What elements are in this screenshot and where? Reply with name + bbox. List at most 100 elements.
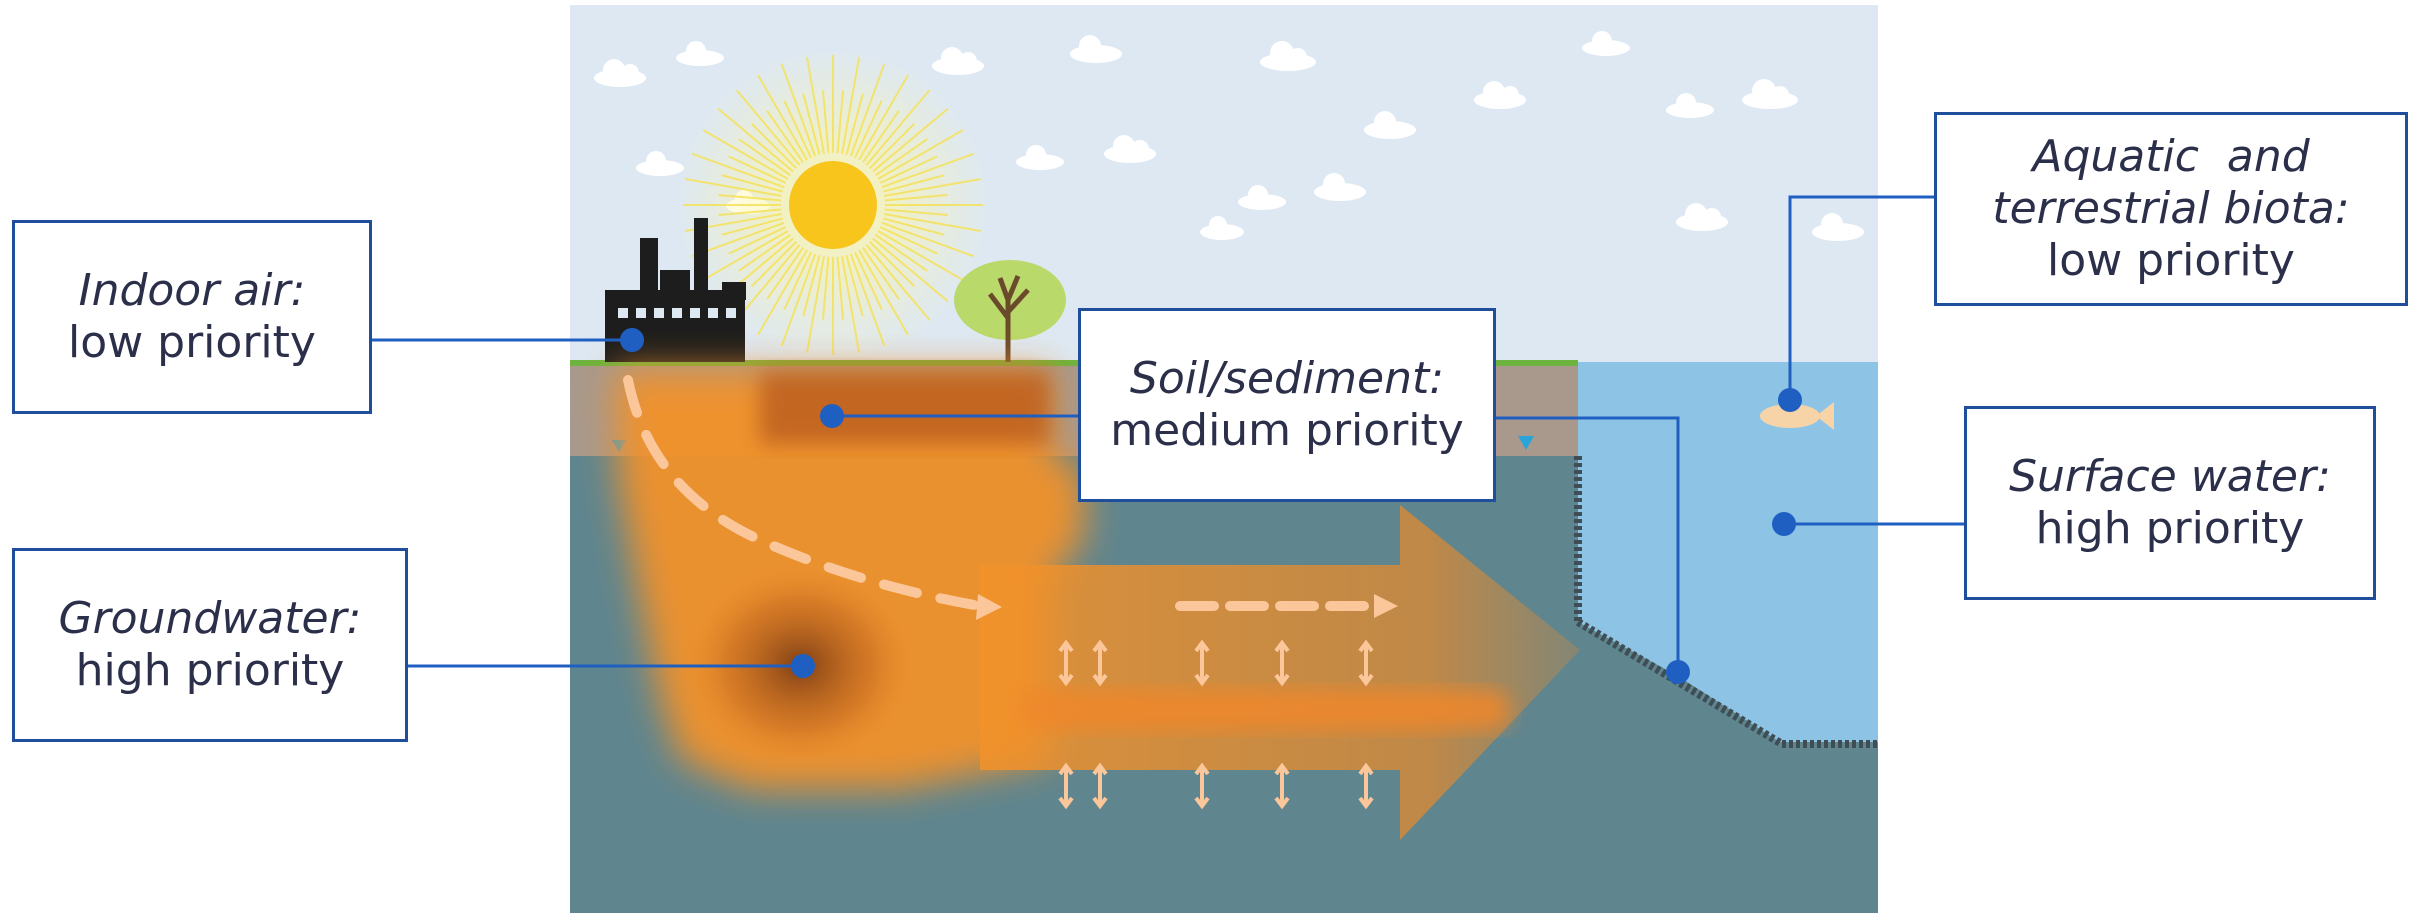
sun-ray [854, 100, 883, 159]
sun-ray [882, 174, 945, 193]
sun-ray [845, 93, 864, 156]
sun-ray [702, 230, 789, 281]
sun-ray [869, 122, 916, 169]
sun-ray [858, 74, 909, 161]
sun-ray [780, 63, 817, 157]
sun-ray [805, 256, 825, 353]
sun-ray [721, 217, 784, 236]
biota-label: Aquatic and terrestrial biota: low prior… [1934, 112, 2408, 306]
connector-dots [620, 328, 1802, 684]
sun-ray [872, 237, 949, 303]
sun-ray [805, 57, 825, 154]
sun-ray [783, 251, 812, 310]
grass-line [570, 360, 1578, 366]
indoor-air-status: low priority [68, 317, 316, 368]
soil-sediment-title: Soil/sediment: [1129, 353, 1445, 404]
dot-biota [1778, 388, 1802, 412]
connector-soil-2 [1493, 416, 1680, 672]
dot-soil-bank [1666, 660, 1690, 684]
dot-groundwater [791, 654, 815, 678]
groundwater-label: Groundwater: high priority [12, 548, 408, 742]
sun-ray [879, 226, 938, 255]
vertical-arrow [1358, 639, 1374, 687]
biota-title-line1: Aquatic and [2032, 131, 2310, 182]
sun-ray [757, 249, 808, 336]
sun-ray [721, 174, 784, 193]
groundwater-title: Groundwater: [58, 593, 362, 644]
surface-water-status: high priority [2035, 503, 2305, 554]
sun-ray [738, 234, 791, 272]
vertical-arrow [1058, 762, 1074, 810]
groundwater-status: high priority [75, 645, 345, 696]
dot-soil [820, 404, 844, 428]
tree-icon [954, 260, 1066, 362]
sun-ray [821, 256, 830, 320]
migration-path [623, 375, 1385, 611]
vertical-arrow [1194, 639, 1210, 687]
sun-ray [802, 93, 821, 156]
sun-ray [879, 155, 938, 184]
sun-ray [702, 129, 789, 180]
sun-ray [841, 256, 861, 353]
sun-ray [884, 193, 948, 202]
sun-ray [845, 254, 864, 317]
sun-ray [750, 241, 797, 288]
sun-ray [757, 74, 808, 161]
connector-biota [1788, 195, 1934, 400]
dot-surface-water [1772, 512, 1796, 536]
sun-ray [728, 226, 787, 255]
sun-ray [735, 89, 801, 166]
sun-ray [849, 253, 886, 347]
sun-ray [728, 155, 787, 184]
vertical-arrow [1274, 762, 1290, 810]
sun-ray [862, 110, 900, 163]
soil-sediment-status: medium priority [1110, 405, 1464, 456]
sun-ray [836, 90, 845, 154]
surface-water-label: Surface water: high priority [1964, 406, 2376, 600]
vertical-arrow [1058, 639, 1074, 687]
vertical-arrow [1092, 639, 1108, 687]
sun-ray [877, 230, 964, 281]
sun-ray [836, 256, 845, 320]
connector-lines [370, 195, 1966, 672]
sun-ray [780, 253, 817, 347]
indoor-air-title: Indoor air: [78, 265, 306, 316]
vertical-arrow [1274, 639, 1290, 687]
sun-ray [881, 152, 975, 189]
sun-ray [884, 208, 948, 217]
sun-ray [881, 221, 975, 258]
sheet-pile-wall [1574, 456, 1878, 748]
soil-sediment-label: Soil/sediment: medium priority [1078, 308, 1496, 502]
sun-ray [849, 63, 886, 157]
sun-ray [865, 89, 931, 166]
sun-ray [750, 122, 797, 169]
sun-ray [783, 100, 812, 159]
sun-ray [821, 90, 830, 154]
sun-ray [877, 129, 964, 180]
vertical-exchange-arrows [1058, 639, 1374, 810]
fish-icon [1760, 402, 1834, 430]
sun-ray [717, 107, 794, 173]
sun-ray [735, 244, 801, 321]
sun-ray [691, 152, 785, 189]
biota-status: low priority [2047, 235, 2295, 286]
sun-ray [862, 247, 900, 300]
biota-title-line2: terrestrial biota: [1992, 183, 2350, 234]
sun-ray [884, 177, 981, 197]
sun-ray [841, 57, 861, 154]
sun-ray [685, 177, 782, 197]
sun-ray [882, 217, 945, 236]
sun-ray [766, 247, 804, 300]
vertical-arrow [1092, 762, 1108, 810]
sun-ray [766, 110, 804, 163]
sun [673, 45, 993, 365]
indoor-air-label: Indoor air: low priority [12, 220, 372, 414]
vertical-arrow [1194, 762, 1210, 810]
sun-ray [869, 241, 916, 288]
dot-indoor-air [620, 328, 644, 352]
migration-arrowheads [976, 594, 1398, 620]
sun-ray [875, 234, 928, 272]
sun-ray [884, 213, 981, 233]
sun-ray [718, 208, 782, 217]
